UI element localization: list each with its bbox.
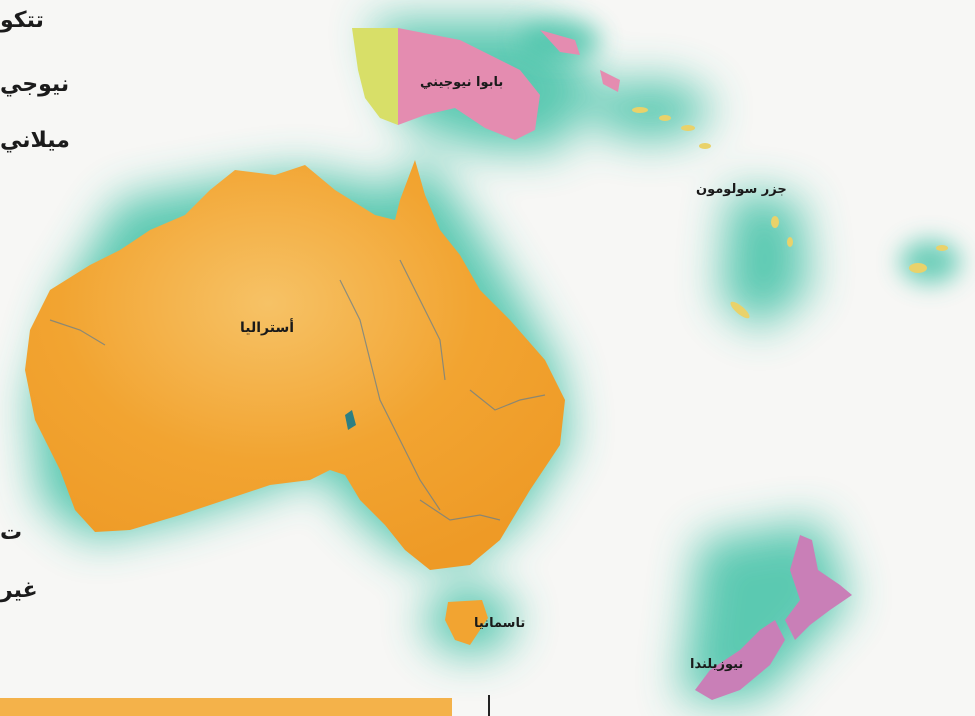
tasmania-shape [445,600,488,645]
papua-new-guinea [352,28,620,140]
side-text-line-1: تتكو [0,8,44,33]
label-tasmania: تاسمانيا [474,616,526,631]
papua-island [540,30,580,55]
label-new-zealand: نيوزيلندا [690,657,744,672]
new-zealand [695,535,852,700]
papua-western-region [352,28,398,125]
divider-tick [488,695,490,716]
side-text-line-5: غير [0,578,38,603]
australia-shape [25,160,565,570]
new-zealand-north-island [785,535,852,640]
papua-new-guinea-shape [398,28,540,140]
label-papua-new-guinea: بابوا نيوجيني [420,75,504,90]
new-zealand-south-island [695,620,785,700]
bottom-bar [0,698,452,716]
rivers [49,259,546,521]
label-solomon-islands: جزر سولومون [696,182,787,197]
side-text-line-2: نيوجي [0,72,70,97]
australia [25,160,565,645]
side-text-line-3: ميلاني [0,128,70,153]
islands [632,107,948,319]
label-australia: أستراليا [240,320,295,336]
lake [345,410,356,430]
side-text-line-4: ت [0,520,23,545]
papua-island-2 [600,70,620,92]
